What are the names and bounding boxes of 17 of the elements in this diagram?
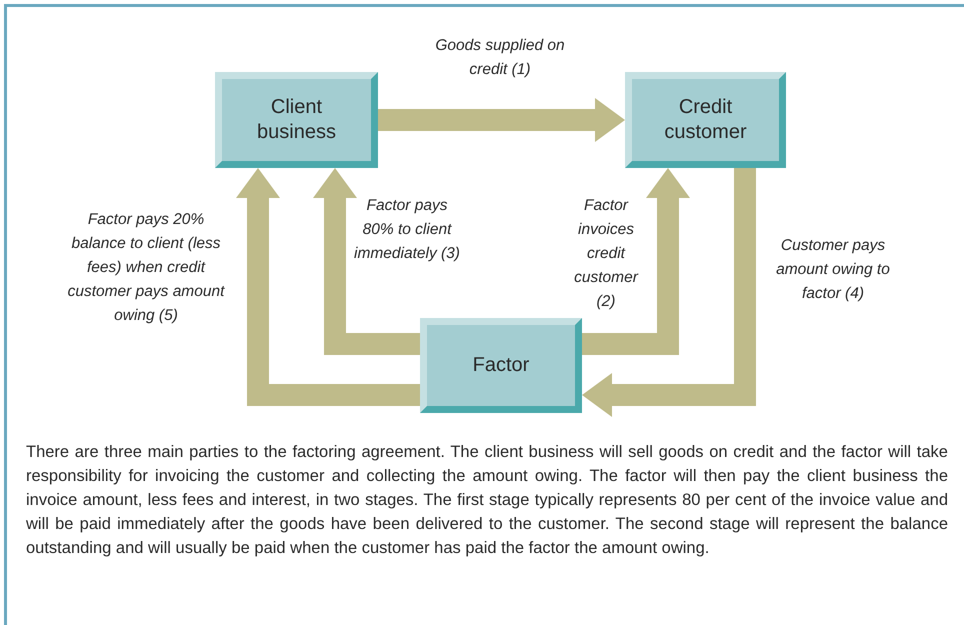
edge-label: Factor pays 80% to client immediately (3) bbox=[354, 196, 460, 264]
arrow bbox=[236, 168, 420, 406]
caption: There are three main parties to the factoring agreement. The client business will sell goods on credit and the factor will take responsibility for invoicing the customer and collecting the amount owing. The factor will then pay the client business the invoice amount, less fees and interest, in two stages. The first stage typically represents 80 per cent of the invoice value and will be paid immediately after the goods have been delivered to the customer. The second stage will represent the balance outstanding and will usually be paid when the customer has paid the factor the amount owing. bbox=[26, 442, 948, 559]
box-label: Client business bbox=[256, 95, 337, 145]
edge-label: Factor invoices credit customer (2) bbox=[573, 196, 640, 312]
edge-label: Factor pays 20% balance to client (less fees) when credit customer pays amount owing (5) bbox=[66, 210, 226, 326]
box-label: Credit customer bbox=[663, 95, 748, 145]
box-label: Factor bbox=[472, 353, 530, 378]
edge-label: Customer pays amount owing to factor (4) bbox=[775, 236, 891, 304]
arrow bbox=[313, 168, 420, 355]
process-box bbox=[420, 318, 582, 413]
process-box bbox=[215, 72, 378, 168]
edge-label: Goods supplied on credit (1) bbox=[434, 36, 566, 80]
arrow bbox=[582, 168, 690, 355]
arrow bbox=[378, 98, 625, 142]
arrow bbox=[582, 168, 756, 417]
process-box bbox=[625, 72, 786, 168]
